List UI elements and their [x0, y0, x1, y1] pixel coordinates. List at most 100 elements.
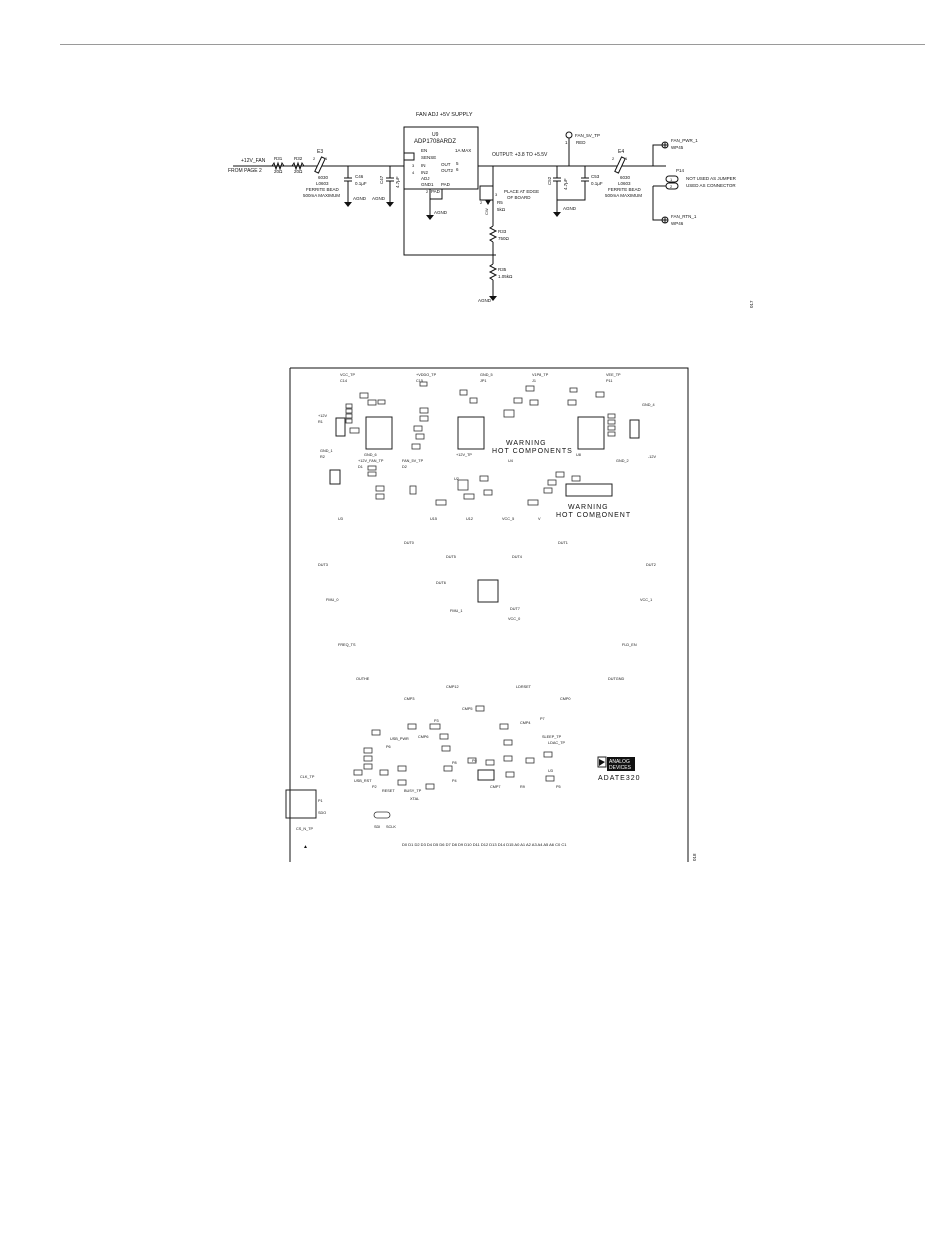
agnd-symbol-5 — [553, 212, 561, 217]
r31-ref: R31 — [274, 156, 283, 161]
e3-part: 6030 — [318, 175, 329, 180]
pcb-layout-figure: WARNING HOT COMPONENTS WARNING HOT COMPO… — [285, 367, 697, 862]
r35-ref: R35 — [498, 267, 507, 272]
silk-label: R9 — [520, 785, 525, 789]
adi-logo-line-1: ANALOG — [609, 759, 630, 765]
agnd-label-1: AGND — [353, 196, 367, 201]
adi-logo-box — [607, 757, 635, 771]
r35-resistor — [488, 263, 498, 281]
testpoint-pin: 1 — [565, 140, 568, 145]
u9-pin-out2: OUT2 — [441, 168, 453, 173]
board-name: ADATE320 — [598, 775, 641, 782]
r33-ref: R33 — [498, 229, 507, 234]
r5-ref: R5 — [497, 200, 503, 205]
adate320-footprint — [477, 579, 499, 603]
silk-label: +12V — [318, 414, 327, 418]
silk-label: U15 — [430, 517, 437, 521]
silk-label: CMP5 — [462, 707, 473, 711]
r35-value: 1.05kΩ — [498, 274, 513, 279]
e3-ref: E3 — [317, 149, 323, 155]
silk-label: SDI — [374, 825, 380, 829]
u9-pin-en: EN — [421, 148, 427, 153]
input-net-label: +12V_FAN — [241, 158, 266, 164]
silk-label: JP1 — [480, 379, 487, 383]
u9-pin-in: IN — [421, 163, 426, 168]
c46-value: 0.1μF — [355, 181, 367, 186]
supply-title: FAN ADJ +5V SUPPLY — [416, 112, 473, 118]
silk-label: CS_N_TP — [296, 827, 314, 831]
silk-label: VCC_TP — [340, 373, 355, 377]
u9-max: 1A MAX — [455, 148, 471, 153]
u9-en-sense-wire — [404, 152, 415, 161]
u9-pin-adj: ADJ — [421, 176, 430, 181]
silk-label: P9 — [472, 759, 477, 763]
silk-label: DUT6 — [436, 581, 446, 585]
silk-label: U4 — [508, 459, 513, 463]
silk-label: XTAL — [410, 797, 419, 801]
silk-label: +12V_FAN_TP — [358, 459, 384, 463]
p14-note-1: NOT USED AS JUMPER — [686, 176, 737, 181]
silk-label: U12 — [466, 517, 473, 521]
warning-2-title: WARNING — [568, 504, 609, 511]
silk-label: C14 — [340, 379, 347, 383]
agnd-symbol-3 — [426, 215, 434, 220]
output-range-label: OUTPUT: +3.8 TO +5.5V — [492, 152, 548, 158]
warning-2-sub: HOT COMPONENT — [556, 512, 631, 519]
u9-pin-n4: 4 — [412, 170, 415, 175]
adi-logo-triangle — [599, 759, 605, 766]
u9-pin-n5: 5 — [456, 161, 459, 166]
silk-label: P1 — [318, 799, 323, 803]
r32-value: 20Ω — [294, 169, 303, 174]
u8-footprint — [365, 416, 393, 450]
silk-label: DUT4 — [512, 555, 522, 559]
silk-label: GND_5 — [480, 373, 493, 377]
silk-label: CMP3 — [404, 697, 415, 701]
u2-footprint — [457, 416, 485, 450]
c-left-cap — [335, 417, 346, 437]
u9-pin-n6: 6 — [456, 167, 459, 172]
agnd-symbol-1 — [344, 202, 352, 207]
silk-label: P11 — [606, 379, 612, 383]
silk-label: P3 — [434, 719, 439, 723]
silk-label: P5 — [556, 785, 561, 789]
r33-resistor — [488, 225, 498, 243]
e4-ref: E4 — [618, 149, 624, 155]
silk-label: FMU_0 — [326, 598, 338, 602]
r5-pin3: 3 — [495, 192, 498, 197]
p14-ref: P14 — [676, 168, 685, 173]
from-page-label: FROM PAGE 2 — [228, 168, 262, 174]
u9-pin-gnd1: GND1 — [421, 182, 434, 187]
fan-5v-testpoint — [565, 131, 573, 139]
silk-label: +VDDO_TP — [416, 373, 437, 377]
silk-label: R1 — [318, 420, 323, 424]
silk-label: VEE_TP — [606, 373, 621, 377]
u5-footprint — [577, 416, 605, 450]
figure-id-017: 017 — [749, 300, 754, 308]
silk-label: R2 — [320, 455, 325, 459]
u9-pad-wire — [430, 189, 443, 200]
schematic-figure: FAN ADJ +5V SUPPLY +12V_FAN FROM PAGE 2 … — [228, 112, 754, 308]
silk-label: DUT0 — [404, 541, 414, 545]
e3-pin1: 1 — [325, 156, 328, 161]
agnd-label-3: AGND — [434, 210, 448, 215]
agnd-symbol-2 — [386, 202, 394, 207]
u9-pin-n2: 2 — [426, 189, 429, 194]
r33-value: 750Ω — [498, 236, 510, 241]
fan-pwr-wp: WP45 — [671, 145, 684, 150]
silk-label: FREQ_TS — [338, 643, 356, 647]
silk-label: VCC_0 — [508, 617, 520, 621]
u9-pin-out: OUT — [441, 162, 451, 167]
agnd-label-2: AGND — [372, 196, 386, 201]
r5-wiper-arrow — [485, 200, 491, 205]
place-edge-note-1: PLACE AT EDGE — [504, 189, 539, 194]
silk-label: U3 — [548, 769, 553, 773]
connector-pin-row: D0 D1 D2 D3 D4 D5 D6 D7 D8 D9 D10 D11 D1… — [402, 842, 567, 847]
e4-desc-2: 500mA MAXIMUM — [605, 193, 642, 198]
silk-label: SDO — [318, 811, 326, 815]
silk-label: CMP6 — [418, 735, 429, 739]
silk-label: C15 — [416, 379, 423, 383]
e4-part: 6030 — [620, 175, 631, 180]
silk-label: CLK_TP — [300, 775, 315, 779]
